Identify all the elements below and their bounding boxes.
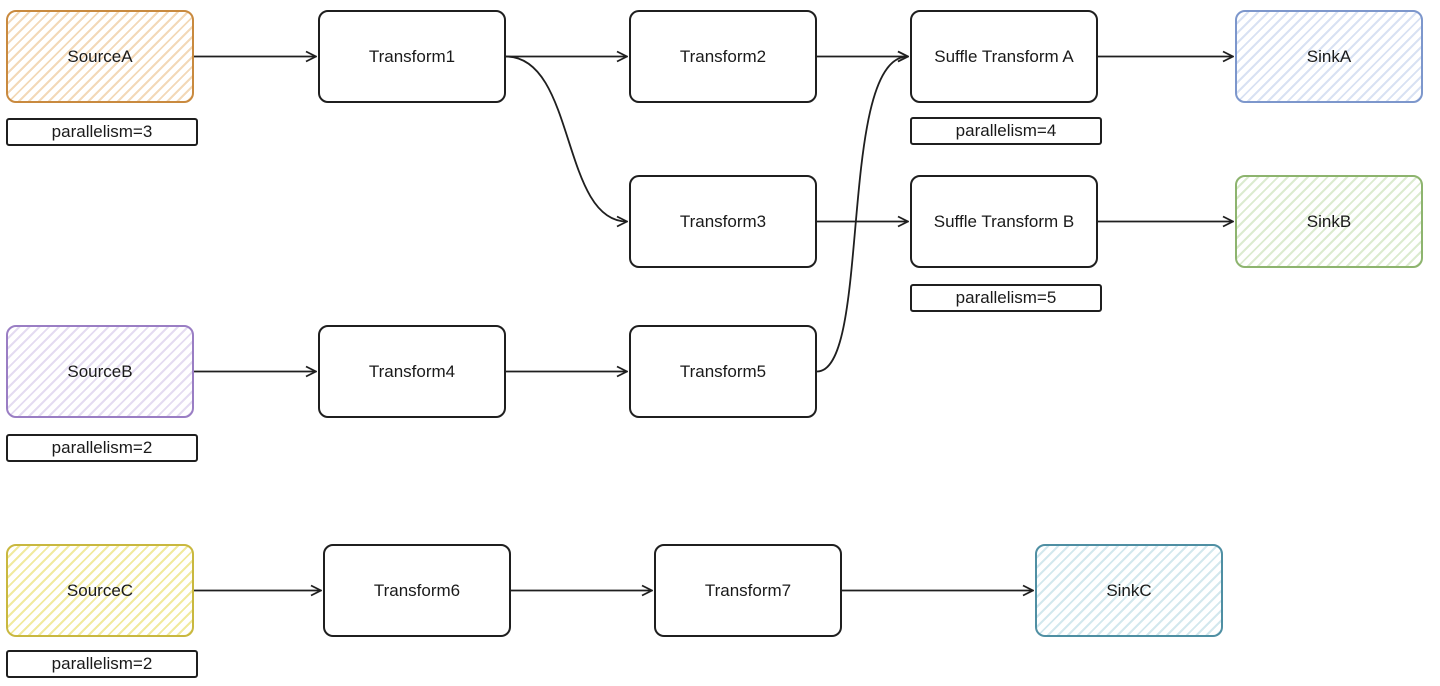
parallelism-label-shuffle-b: parallelism=5 [910, 284, 1102, 312]
node-sink-c[interactable]: SinkC [1035, 544, 1223, 637]
node-label: SourceC [66, 580, 134, 600]
node-transform2[interactable]: Transform2 [629, 10, 817, 103]
node-label: Suffle Transform B [933, 211, 1075, 231]
node-label: SourceB [67, 361, 133, 381]
node-label: Transform7 [704, 580, 792, 600]
edge-transform1-to-transform3 [505, 55, 628, 228]
parallelism-label-source-b: parallelism=2 [6, 434, 198, 462]
node-label: Transform5 [679, 361, 767, 381]
node-label: Transform3 [679, 211, 767, 231]
node-source-b[interactable]: SourceB [6, 325, 194, 418]
node-shuffle-transform-b[interactable]: Suffle Transform B [910, 175, 1098, 268]
node-label: SinkA [1306, 46, 1352, 66]
node-label: Transform4 [368, 361, 456, 381]
parallelism-label-source-a: parallelism=3 [6, 118, 198, 146]
node-label: Transform1 [368, 46, 456, 66]
edge-transform5-to-shuffleA [816, 50, 909, 373]
node-source-c[interactable]: SourceC [6, 544, 194, 637]
node-label: SinkB [1306, 211, 1352, 231]
node-transform6[interactable]: Transform6 [323, 544, 511, 637]
node-transform7[interactable]: Transform7 [654, 544, 842, 637]
node-sink-a[interactable]: SinkA [1235, 10, 1423, 103]
parallelism-label-source-c: parallelism=2 [6, 650, 198, 678]
node-label: Suffle Transform A [934, 46, 1074, 66]
node-label: SourceA [67, 46, 133, 66]
node-label: Transform2 [679, 46, 767, 66]
node-transform1[interactable]: Transform1 [318, 10, 506, 103]
node-source-a[interactable]: SourceA [6, 10, 194, 103]
node-transform3[interactable]: Transform3 [629, 175, 817, 268]
parallelism-label-shuffle-a: parallelism=4 [910, 117, 1102, 145]
node-shuffle-transform-a[interactable]: Suffle Transform A [910, 10, 1098, 103]
node-sink-b[interactable]: SinkB [1235, 175, 1423, 268]
node-transform5[interactable]: Transform5 [629, 325, 817, 418]
node-transform4[interactable]: Transform4 [318, 325, 506, 418]
node-label: Transform6 [373, 580, 461, 600]
node-label: SinkC [1106, 580, 1152, 600]
